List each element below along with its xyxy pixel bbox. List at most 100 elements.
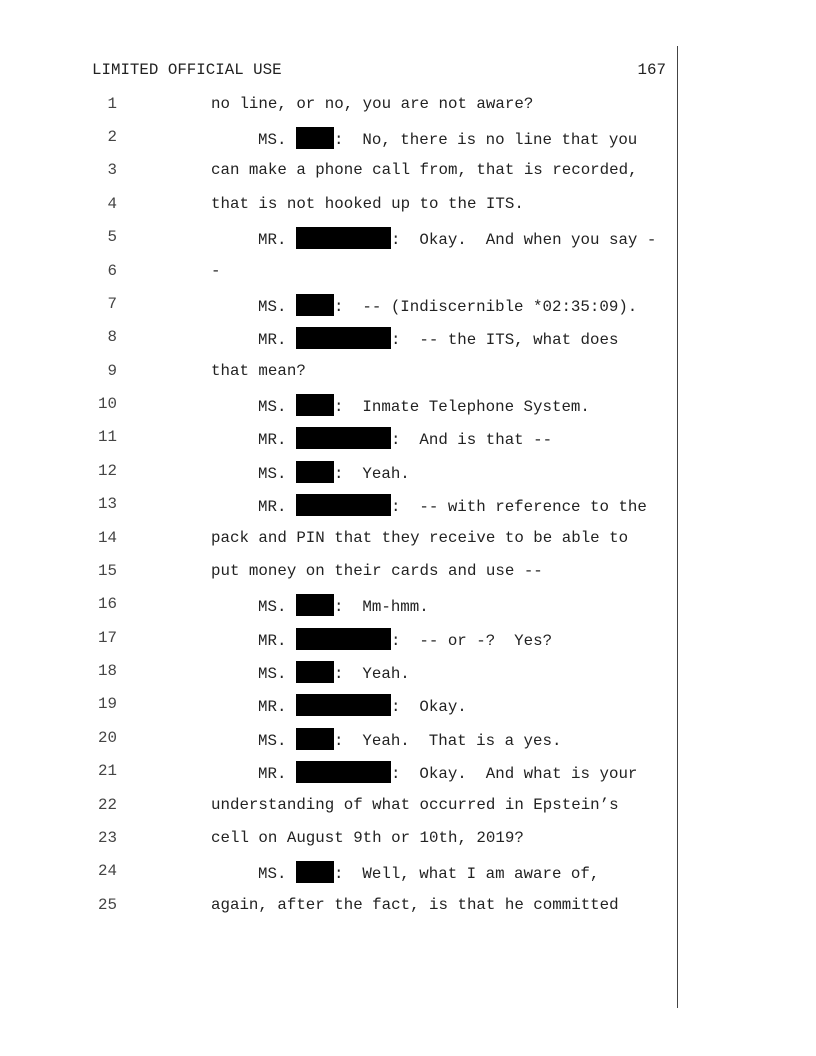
spoken-text: : -- with reference to the [390,498,647,517]
spoken-text: : Inmate Telephone System. [333,398,590,417]
speaker-label: MR. [258,498,287,517]
line-number: 13 [98,495,117,514]
transcript-line: 6- [0,261,670,281]
line-number: 24 [98,862,117,881]
transcript-line: 24 MS. : Well, what I am aware of, [0,861,670,884]
speaker-label: MS. [258,865,287,884]
redaction-box [295,694,391,717]
transcript-line: 18 MS. : Yeah. [0,661,670,684]
line-number: 19 [98,695,117,714]
spoken-text: : Well, what I am aware of, [333,865,600,884]
redaction-box [295,327,391,350]
line-text: that is not hooked up to the ITS. [211,194,524,214]
spoken-text: : -- the ITS, what does [390,331,619,350]
spoken-text: that is not hooked up to the ITS. [211,194,524,213]
line-number: 15 [98,561,117,580]
spoken-text: : Okay. And when you say - [390,231,657,250]
line-number: 1 [107,94,117,113]
line-number: 6 [107,261,117,280]
line-number: 20 [98,728,117,747]
line-number: 12 [98,461,117,480]
line-text: again, after the fact, is that he commit… [211,895,619,915]
line-text: MR. : -- or -? Yes? [258,627,553,651]
transcript-line: 17 MR. : -- or -? Yes? [0,627,670,651]
transcript-line: 19 MR. : Okay. [0,694,670,717]
line-text: MS. : Well, what I am aware of, [258,861,599,884]
line-text: MR. : Okay. [258,694,467,717]
transcript-line: 10 MS. : Inmate Telephone System. [0,394,670,417]
line-number: 10 [98,395,117,414]
transcript-line: 3 can make a phone call from, that is rec… [0,160,670,180]
line-text: MR. : -- with reference to the [258,494,647,517]
classification-header: LIMITED OFFICIAL USE [92,61,282,79]
speaker-label: MS. [258,731,287,750]
spoken-text: : -- or -? Yes? [390,631,553,650]
line-text: MS. : Yeah. That is a yes. [258,727,562,751]
line-number: 16 [98,595,117,614]
line-text: cell on August 9th or 10th, 2019? [211,828,524,848]
line-text: understanding of what occurred in Epstei… [211,795,619,815]
line-number: 14 [98,528,117,547]
line-text: can make a phone call from, that is reco… [211,160,638,180]
speaker-label: MR. [258,231,287,250]
line-number: 23 [98,828,117,847]
redaction-box [295,227,391,250]
redaction-box [295,727,334,750]
redaction-box [295,594,334,617]
line-number: 17 [98,628,117,647]
spoken-text: that mean? [211,361,306,380]
speaker-label: MS. [258,464,287,483]
spoken-text: : -- (Indiscernible *02:35:09). [333,297,638,316]
line-text: MS. : Mm-hmm. [258,594,429,617]
speaker-label: MR. [258,765,287,784]
spoken-text: : Mm-hmm. [333,598,429,617]
redaction-box [295,394,334,417]
line-text: MS. : No, there is no line that you [258,126,638,150]
spoken-text: : No, there is no line that you [333,130,638,149]
spoken-text: can make a phone call from, that is reco… [211,161,638,180]
transcript-line: 21 MR. : Okay. And what is your [0,761,670,784]
line-text: MR. : Okay. And what is your [258,761,637,784]
line-number: 22 [98,795,117,814]
line-number: 3 [107,161,117,180]
spoken-text: : Okay. [390,698,467,717]
transcript-line: 23 cell on August 9th or 10th, 2019? [0,828,670,848]
margin-rule [677,46,678,1008]
spoken-text: cell on August 9th or 10th, 2019? [211,828,524,847]
spoken-text: again, after the fact, is that he commit… [211,895,619,914]
spoken-text: : Okay. And what is your [390,765,638,784]
speaker-label: MS. [258,398,287,417]
speaker-label: MR. [258,698,287,717]
transcript-line: 5 MR. : Okay. And when you say - [0,227,670,250]
transcript-line: 13 MR. : -- with reference to the [0,494,670,517]
line-number: 11 [98,428,117,447]
redaction-box [295,661,334,684]
line-number: 5 [107,228,117,247]
line-text: MS. : Yeah. [258,661,410,684]
spoken-text: : Yeah. [333,665,410,684]
spoken-text: understanding of what occurred in Epstei… [211,795,619,814]
redaction-box [295,293,334,316]
line-number: 25 [98,895,117,914]
spoken-text: : Yeah. That is a yes. [333,731,562,750]
line-number: 21 [98,762,117,781]
spoken-text: : And is that -- [390,431,553,450]
speaker-label: MR. [258,331,287,350]
redaction-box [295,627,391,650]
redaction-box [295,427,391,450]
redaction-box [295,494,391,517]
line-text: MS. : Inmate Telephone System. [258,394,590,417]
line-number: 18 [98,662,117,681]
spoken-text: - [211,261,221,280]
speaker-label: MS. [258,130,287,149]
line-text: MR. : And is that -- [258,427,552,450]
speaker-label: MS. [258,598,287,617]
spoken-text: put money on their cards and use -- [211,561,543,580]
speaker-label: MS. [258,297,287,316]
